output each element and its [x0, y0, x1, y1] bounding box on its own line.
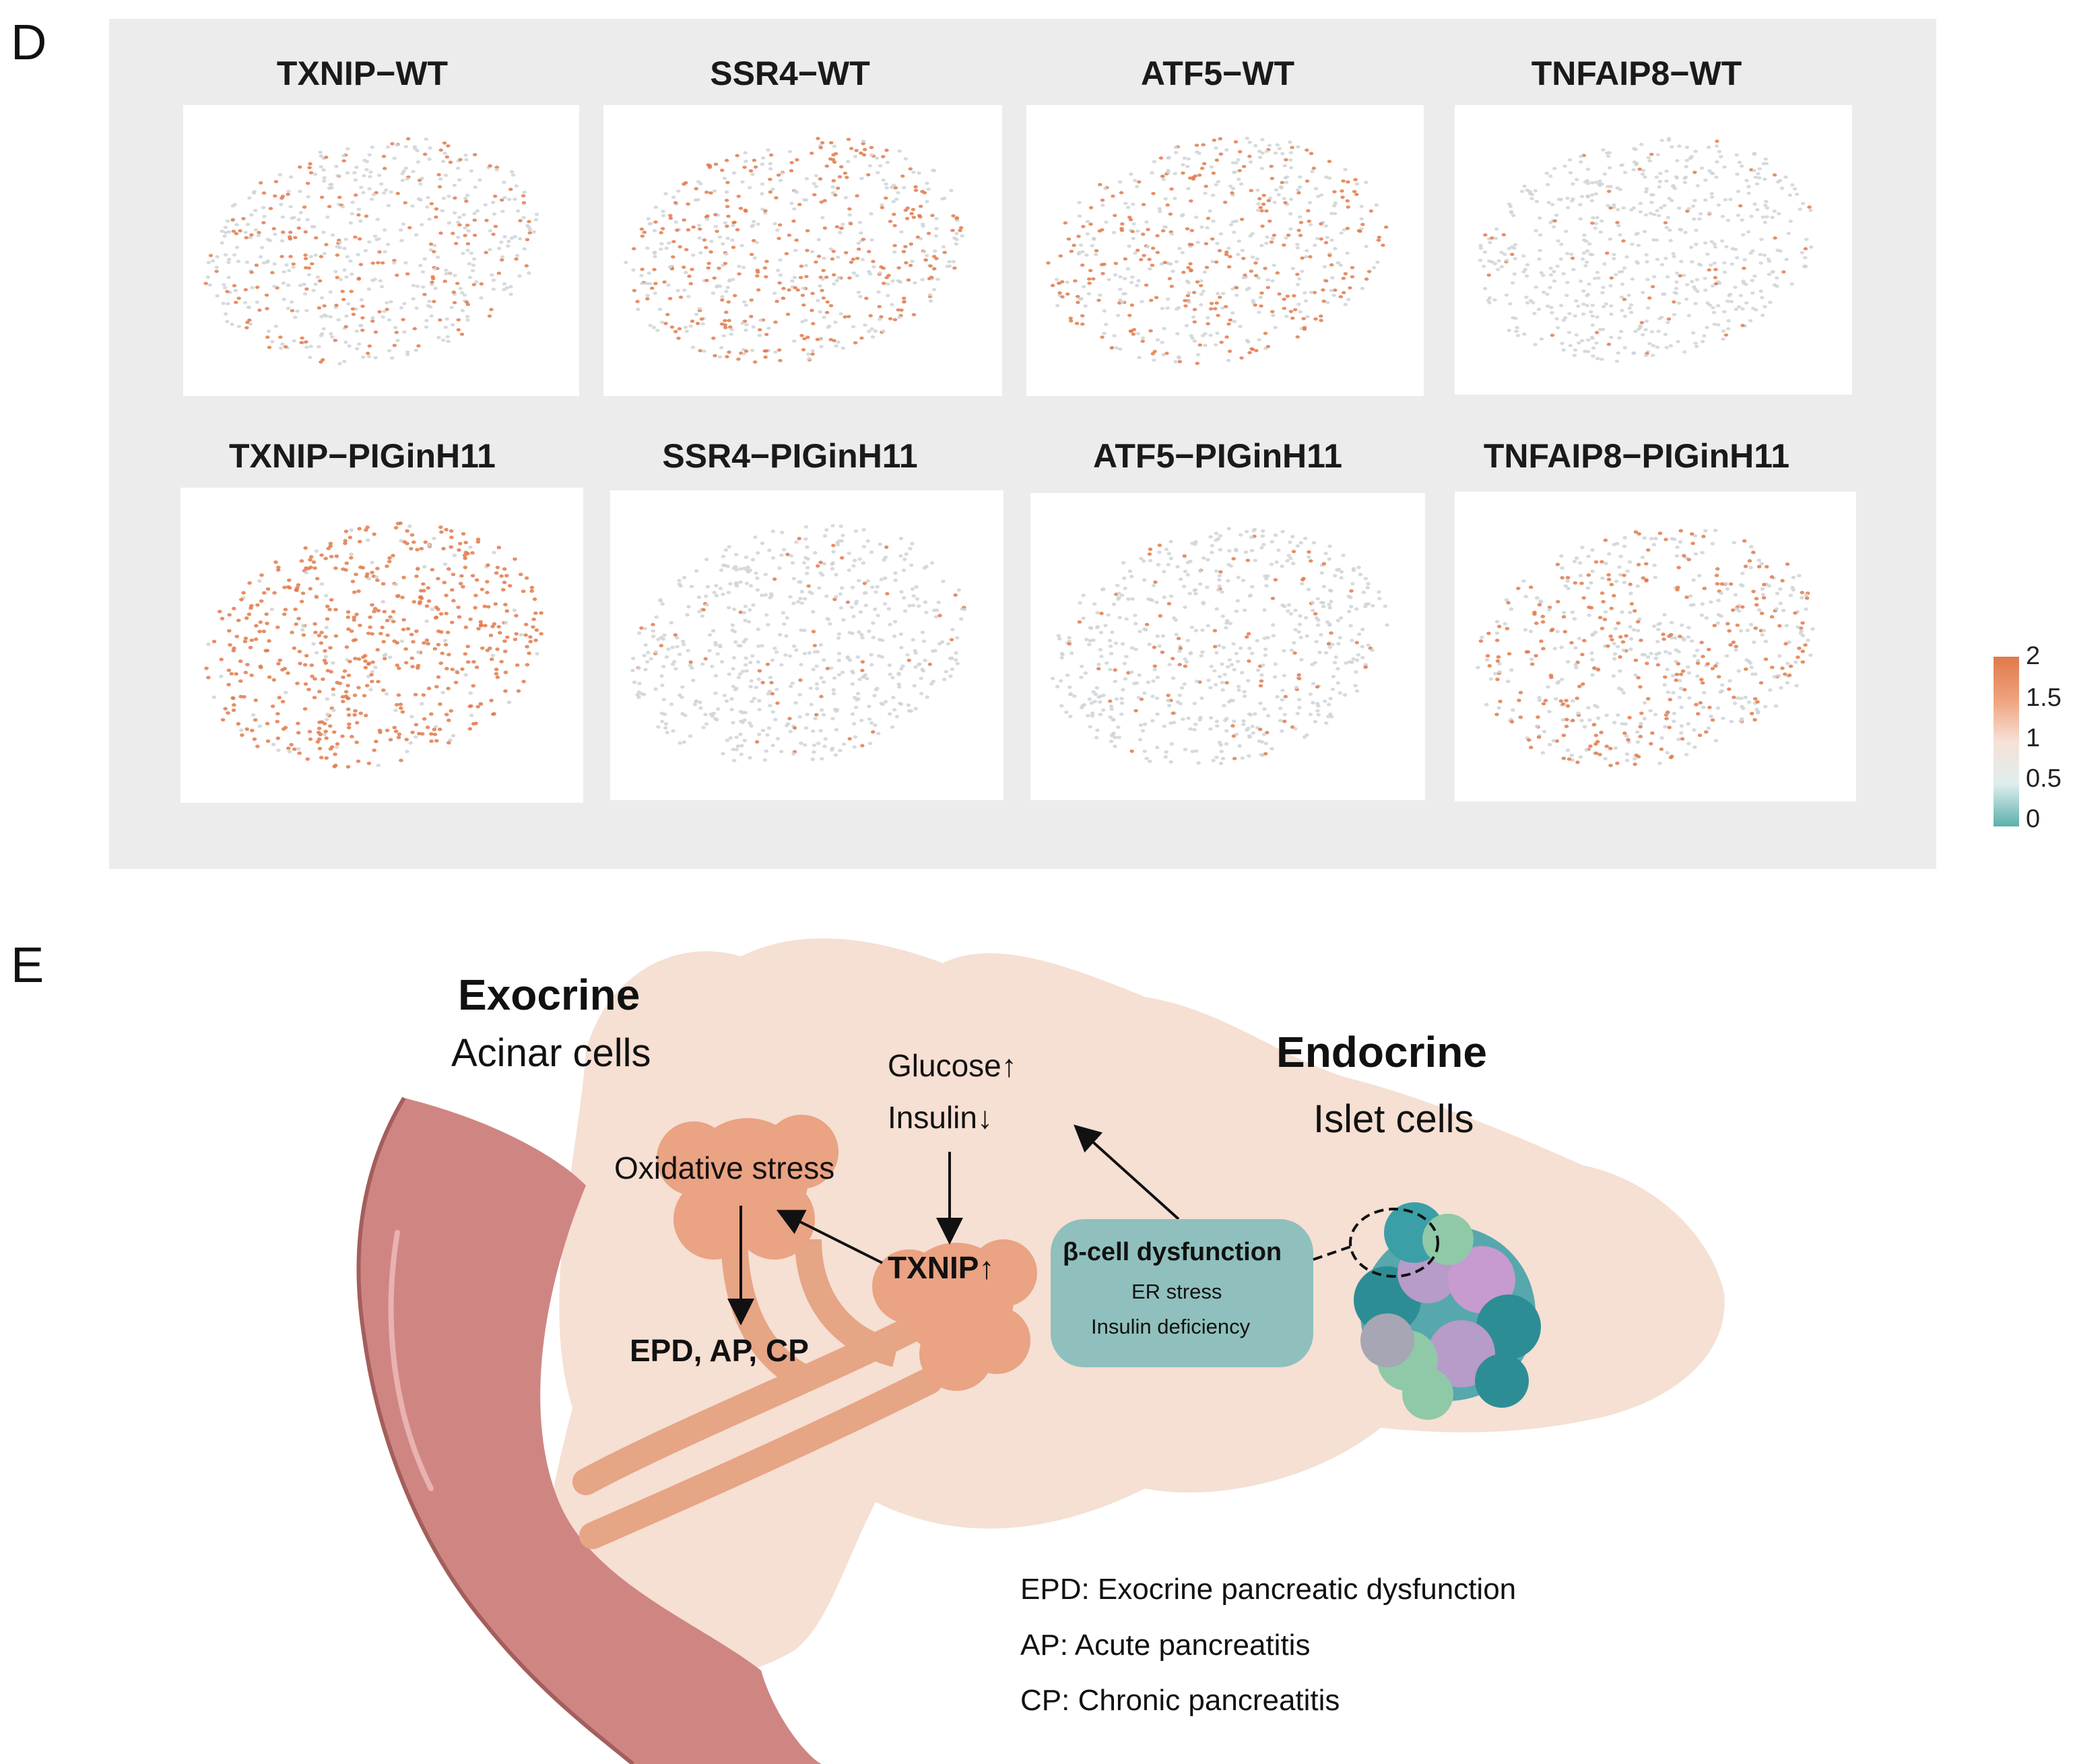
abbrev-epd: EPD: Exocrine pancreatic dysfunction: [1020, 1573, 1517, 1606]
title-ssr4-wt: SSR4−WT: [710, 55, 870, 92]
color-legend: 2 1.5 1 0.5 0: [1994, 642, 2075, 833]
beta-cell-highlight: [1349, 1208, 1439, 1278]
legend-tick: 0: [2026, 805, 2041, 833]
oxidative-stress-label: Oxidative stress: [614, 1150, 835, 1185]
acinar-cluster: [657, 1115, 838, 1260]
tsne-points: [624, 137, 964, 364]
beta-cell-title: β-cell dysfunction: [1063, 1238, 1282, 1266]
glucose-label: Glucose↑: [888, 1048, 1017, 1083]
tsne-plot-ssr4-piginh11: [610, 490, 1003, 800]
panel-d-letter: D: [11, 14, 47, 70]
pancreatic-duct: [579, 1367, 943, 1549]
tsne-points: [1478, 137, 1814, 363]
title-atf5-piginh11: ATF5−PIGinH11: [1092, 437, 1343, 475]
tsne-plot-tnfaip8-piginh11: [1455, 492, 1856, 802]
exocrine-title: Exocrine: [458, 971, 640, 1019]
tsne-plot-atf5-wt: [1026, 105, 1424, 396]
tsne-points: [630, 523, 967, 762]
arrow-beta-to-glucose: [1074, 1124, 1180, 1220]
tsne-plot-atf5-piginh11: [1030, 493, 1425, 800]
endocrine-title: Endocrine: [1276, 1028, 1487, 1076]
legend-tick: 1.5: [2026, 684, 2062, 712]
legend-tick: 2: [2026, 642, 2041, 670]
title-ssr4-piginh11: SSR4−PIGinH11: [662, 437, 918, 475]
legend-tick: 0.5: [2026, 764, 2062, 793]
beta-cell-box: [1051, 1219, 1313, 1367]
title-txnip-piginh11: TXNIP−PIGinH11: [229, 437, 496, 475]
panel-e-letter: E: [11, 937, 44, 993]
title-tnfaip8-piginh11: TNFAIP8−PIGinH11: [1483, 437, 1790, 475]
tsne-plot-tnfaip8-wt: [1455, 105, 1852, 395]
abbrev-cp: CP: Chronic pancreatitis: [1020, 1684, 1340, 1717]
tsne-plot-txnip-wt: [183, 105, 579, 396]
title-tnfaip8-wt: TNFAIP8−WT: [1531, 55, 1742, 92]
exocrine-subtitle: Acinar cells: [451, 1031, 651, 1075]
tsne-points: [1050, 527, 1389, 766]
legend-gradient-bar: [1994, 657, 2019, 826]
tsne-plot-txnip-piginh11: [180, 488, 583, 803]
tsne-points: [203, 137, 539, 366]
tsne-points: [1046, 137, 1389, 365]
islet-cluster: [1354, 1202, 1541, 1420]
disease-label: EPD, AP, CP: [630, 1333, 809, 1368]
endocrine-subtitle: Islet cells: [1313, 1097, 1474, 1141]
abbrev-ap: AP: Acute pancreatitis: [1020, 1629, 1311, 1662]
beta-cell-line1: ER stress: [1131, 1280, 1222, 1303]
txnip-label: TXNIP↑: [888, 1250, 995, 1285]
acinar-cluster: [872, 1239, 1037, 1391]
insulin-label: Insulin↓: [888, 1100, 993, 1135]
legend-tick: 1: [2026, 724, 2041, 752]
title-txnip-wt: TXNIP−WT: [276, 55, 449, 92]
duodenum: [358, 1098, 822, 1764]
pancreas-diagram: [356, 938, 1725, 1764]
beta-cell-line2: Insulin deficiency: [1091, 1315, 1251, 1338]
tsne-plot-ssr4-wt: [603, 105, 1002, 396]
arrow-txnip-to-oxidative: [776, 1210, 883, 1264]
tsne-points: [204, 521, 544, 769]
title-atf5-wt: ATF5−WT: [1140, 55, 1295, 92]
tsne-points: [1476, 529, 1815, 768]
